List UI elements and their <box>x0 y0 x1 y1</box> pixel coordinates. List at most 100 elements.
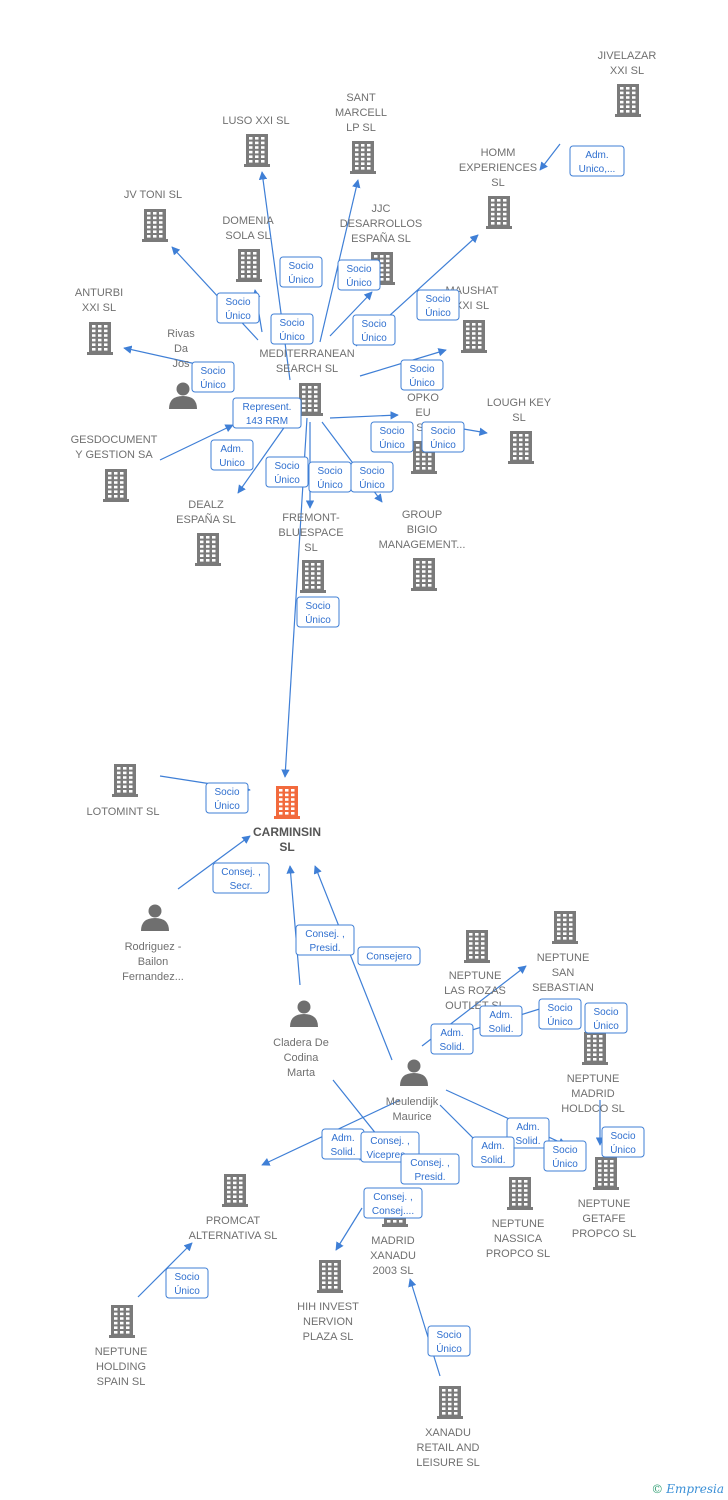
relation-label[interactable]: Adm.Unico,... <box>569 145 625 177</box>
relation-label[interactable]: Consejero <box>357 946 421 966</box>
svg-text:Socio: Socio <box>593 1007 618 1018</box>
relation-label[interactable]: Consej. ,Presid. <box>400 1153 460 1185</box>
node-lotomint[interactable]: LOTOMINT SL <box>87 764 160 818</box>
relation-label[interactable]: Consej. ,Presid. <box>295 924 355 956</box>
relation-label[interactable]: Adm.Solid. <box>471 1136 515 1168</box>
svg-text:Único: Único <box>214 799 240 812</box>
node-label: JV TONI SL <box>124 189 182 201</box>
relation-label[interactable]: Adm.Solid. <box>506 1117 550 1149</box>
credit[interactable]: ©Empresia <box>651 1482 724 1496</box>
building-icon <box>486 196 512 229</box>
svg-text:Socio: Socio <box>430 426 455 437</box>
relation-edge <box>286 865 301 986</box>
svg-text:Secr.: Secr. <box>230 881 253 892</box>
relation-edge <box>159 424 234 461</box>
svg-text:Adm.: Adm. <box>585 150 608 161</box>
svg-text:Socio: Socio <box>200 366 225 377</box>
svg-text:Adm.: Adm. <box>481 1141 504 1152</box>
building-icon <box>317 1260 343 1293</box>
svg-text:Socio: Socio <box>346 264 371 275</box>
svg-text:Represent.: Represent. <box>243 402 292 413</box>
relation-label[interactable]: Adm.Solid. <box>321 1128 365 1160</box>
node-jvtoni[interactable]: JV TONI SL <box>124 189 182 242</box>
person-icon <box>400 1059 428 1086</box>
svg-text:Socio: Socio <box>610 1131 635 1142</box>
svg-text:Único: Único <box>430 438 456 451</box>
relation-edge <box>137 1242 193 1298</box>
building-icon <box>411 558 437 591</box>
building-icon <box>552 911 578 944</box>
relation-label[interactable]: Adm.Solid. <box>479 1005 523 1037</box>
svg-text:Unico: Unico <box>219 458 245 469</box>
svg-text:Solid.: Solid. <box>488 1024 513 1035</box>
node-label: LOTOMINT SL <box>87 806 160 818</box>
relation-label[interactable]: Adm.Solid. <box>430 1023 474 1055</box>
svg-text:Socio: Socio <box>317 466 342 477</box>
svg-text:Socio: Socio <box>547 1003 572 1014</box>
relation-label[interactable]: Represent.143 RRM <box>232 397 302 429</box>
relation-label[interactable]: Consej. ,Consej.... <box>363 1187 423 1219</box>
relation-label[interactable]: Consej. ,Secr. <box>212 862 270 894</box>
relation-edge <box>171 246 259 341</box>
relation-label[interactable]: Adm.Unico <box>210 439 254 471</box>
svg-text:Vicepres...: Vicepres... <box>366 1150 413 1161</box>
node-luso[interactable]: LUSO XXI SL <box>222 115 290 167</box>
